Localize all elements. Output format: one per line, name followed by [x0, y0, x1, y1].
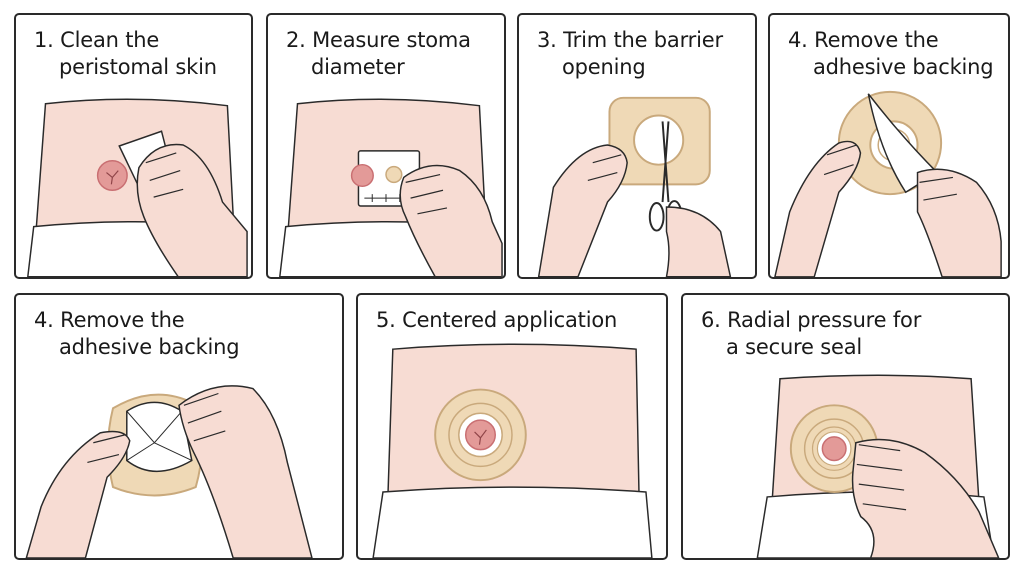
remove-backing-illustration-2: [25, 385, 313, 558]
step-panel-trim-barrier: 3. Trim the barrier opening: [517, 13, 757, 279]
step-panel-measure-stoma: 2. Measure stoma diameter: [266, 13, 506, 279]
step-panel-centered-application: 5. Centered application: [356, 293, 668, 560]
hand-icon: [25, 430, 131, 558]
stoma-icon: [96, 160, 128, 191]
hand-icon: [136, 143, 248, 277]
step-panel-remove-backing: 4. Remove the adhesive backing: [768, 13, 1010, 279]
step-title: 4. Remove the adhesive backing: [34, 308, 240, 359]
step-panel-clean-skin: 1. Clean the peristomal skin: [14, 13, 253, 279]
scissors-icon: [661, 121, 670, 203]
hand-icon: [399, 164, 503, 277]
hand-icon: [774, 140, 862, 277]
step-title: 4. Remove the adhesive backing: [788, 28, 994, 79]
step-title: 3. Trim the barrier opening: [537, 28, 723, 79]
step-panel-radial-pressure: 6. Radial pressure for a secure seal: [681, 293, 1010, 560]
remove-backing-illustration: [774, 90, 1002, 277]
step-title: 1. Clean the peristomal skin: [34, 28, 217, 79]
step-title: 2. Measure stoma diameter: [286, 28, 471, 79]
clean-skin-illustration: [27, 98, 248, 277]
step-panel-remove-backing-2: 4. Remove the adhesive backing: [14, 293, 344, 560]
centered-application-illustration: [372, 343, 653, 558]
trim-barrier-illustration: [537, 96, 732, 277]
stoma-icon: [350, 163, 374, 188]
hand-icon: [537, 144, 628, 277]
stoma-icon: [464, 419, 496, 451]
step-title: 6. Radial pressure for a secure seal: [701, 308, 922, 359]
stoma-icon: [821, 436, 847, 462]
step-title: 5. Centered application: [376, 308, 618, 332]
measure-stoma-illustration: [279, 98, 503, 277]
radial-pressure-illustration: [756, 374, 1000, 558]
